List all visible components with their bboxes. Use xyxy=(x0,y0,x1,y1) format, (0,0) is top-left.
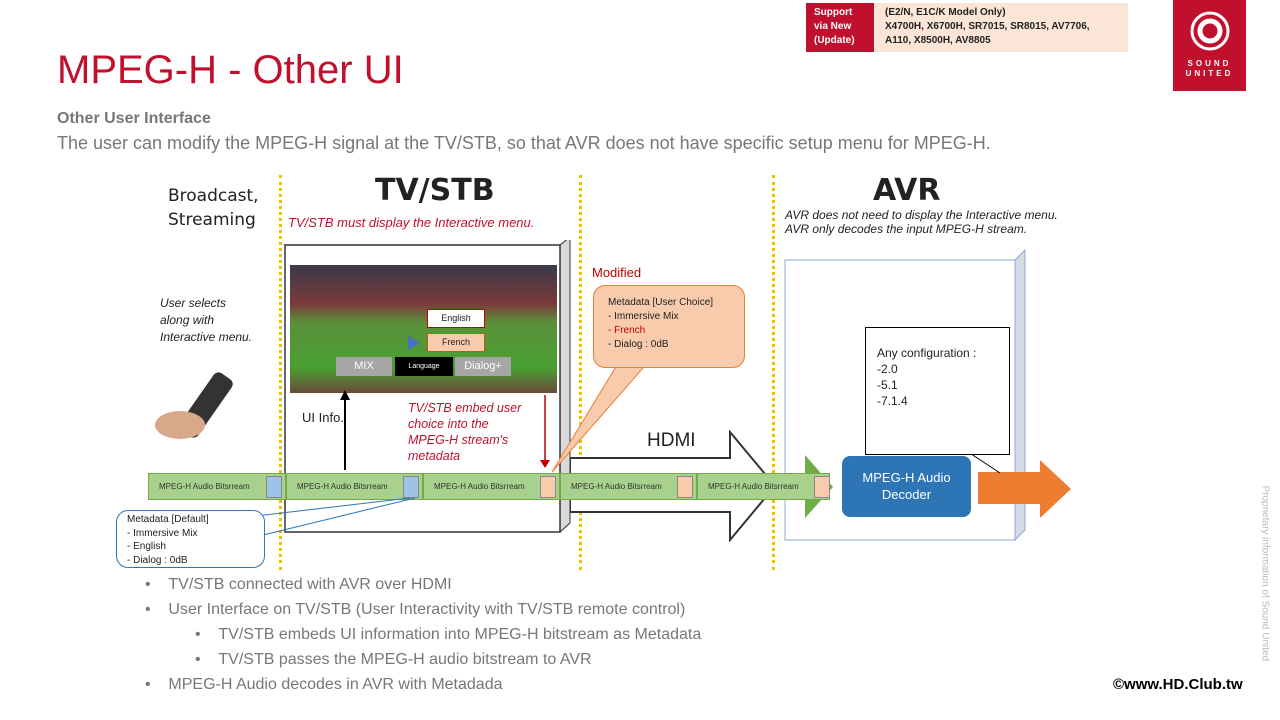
support-model-line: X4700H, X6700H, SR7015, SR8015, AV7706, xyxy=(885,21,1090,32)
description: The user can modify the MPEG-H signal at… xyxy=(57,133,991,153)
output-arrow xyxy=(978,460,1071,518)
metadata-marker xyxy=(403,476,419,498)
callout-item: - Immersive Mix xyxy=(127,527,198,539)
bullet-item: • MPEG-H Audio decodes in AVR with Metad… xyxy=(145,676,503,693)
support-model-line: (E2/N, E1C/K Model Only) xyxy=(885,7,1006,18)
source-line: Broadcast, xyxy=(168,186,259,206)
support-label: Support via New (Update) xyxy=(806,3,874,52)
source-line: Streaming xyxy=(168,210,256,230)
avr-notes: AVR does not need to display the Interac… xyxy=(785,208,1058,236)
support-label-line: Support xyxy=(814,7,853,18)
divider xyxy=(772,175,775,570)
bullet-text: TV/STB embeds UI information into MPEG-H… xyxy=(218,626,702,643)
menu-dialog-button[interactable]: Dialog+ xyxy=(455,357,511,376)
bitstream-segment: MPEG-H Audio Bitsrream xyxy=(286,473,423,500)
avr-heading: AVR xyxy=(873,173,941,208)
logo-text: SOUND xyxy=(1187,59,1232,68)
callout-item: - Dialog : 0dB xyxy=(608,339,669,350)
callout-item: -5.1 xyxy=(877,378,898,392)
bitstream-segment: MPEG-H Audio Bitsrream xyxy=(423,473,560,500)
divider xyxy=(579,175,582,570)
page-title: MPEG-H - Other UI xyxy=(57,48,404,92)
note-line: MPEG-H stream's xyxy=(408,433,509,447)
bullet-item: • User Interface on TV/STB (User Interac… xyxy=(145,601,686,618)
metadata-user-choice-callout: Metadata [User Choice] - Immersive Mix -… xyxy=(593,285,745,368)
note-line: metadata xyxy=(408,449,461,463)
config-callout: Any configuration : -2.0 -5.1 -7.1.4 xyxy=(865,327,1010,455)
remote-control-icon xyxy=(155,372,233,439)
bitstream-segment: MPEG-H Audio Bitsrream xyxy=(148,473,286,500)
note-line: Interactive menu. xyxy=(160,330,253,344)
source-label: Broadcast, Streaming xyxy=(168,184,259,232)
embed-note: TV/STB embed user choice into the MPEG-H… xyxy=(408,400,521,464)
note-line: TV/STB embed user xyxy=(408,401,522,415)
callout-item: -7.1.4 xyxy=(877,394,908,408)
callout-item: - Immersive Mix xyxy=(608,311,679,322)
metadata-marker xyxy=(540,476,556,498)
callout-title: Metadata [User Choice] xyxy=(608,297,714,308)
bullet-text: TV/STB connected with AVR over HDMI xyxy=(168,576,452,593)
callout-item: - French xyxy=(608,325,646,336)
subtitle: Other User Interface xyxy=(57,110,211,127)
support-models: (E2/N, E1C/K Model Only) X4700H, X6700H,… xyxy=(874,3,1128,52)
metadata-marker xyxy=(266,476,282,498)
ui-info-label: UI Info. xyxy=(302,410,344,425)
bitstream-segment: MPEG-H Audio Bitsrream xyxy=(697,473,830,500)
avr-note: AVR does not need to display the Interac… xyxy=(785,208,1058,222)
note-line: along with xyxy=(160,313,215,327)
bullet-text: User Interface on TV/STB (User Interacti… xyxy=(168,601,686,618)
metadata-default-callout: Metadata [Default] - Immersive Mix - Eng… xyxy=(116,510,265,568)
logo-text: UNITED xyxy=(1185,69,1234,78)
support-label-line: (Update) xyxy=(814,35,855,46)
sound-united-logo: SOUND UNITED xyxy=(1173,0,1246,91)
menu-option-french[interactable]: French xyxy=(427,333,485,352)
modified-label: Modified xyxy=(592,265,642,280)
watermark: Proprietary information of Sound United xyxy=(1259,485,1271,662)
tvstb-note: TV/STB must display the Interactive menu… xyxy=(288,215,535,230)
bullet-text: TV/STB passes the MPEG-H audio bitstream… xyxy=(218,651,592,668)
logo-ring-icon xyxy=(1190,11,1229,51)
bullet-item: • TV/STB passes the MPEG-H audio bitstre… xyxy=(195,651,592,668)
bullet-item: • TV/STB connected with AVR over HDMI xyxy=(145,576,452,593)
metadata-marker xyxy=(677,476,693,498)
callout-item: - Dialog : 0dB xyxy=(127,554,188,566)
menu-mix-button[interactable]: MIX xyxy=(336,357,392,376)
support-label-line: via New xyxy=(814,21,852,32)
bitstream-segment: MPEG-H Audio Bitsrream xyxy=(560,473,697,500)
menu-language-button[interactable]: Language xyxy=(395,357,453,376)
bullet-item: • TV/STB embeds UI information into MPEG… xyxy=(195,626,702,643)
support-model-line: A110, X8500H, AV8805 xyxy=(885,35,991,46)
callout-item: -2.0 xyxy=(877,362,898,376)
hdmi-label: HDMI xyxy=(647,430,696,451)
tvstb-heading: TV/STB xyxy=(375,173,495,208)
bullet-text: MPEG-H Audio decodes in AVR with Metadad… xyxy=(168,676,503,693)
mpegh-decoder-block: MPEG-H Audio Decoder xyxy=(842,456,971,517)
avr-note: AVR only decodes the input MPEG-H stream… xyxy=(785,222,1028,236)
callout-title: Any configuration : xyxy=(877,346,977,360)
note-line: User selects xyxy=(160,296,227,310)
callout-item: - English xyxy=(127,541,166,552)
callout-title: Metadata [Default] xyxy=(127,514,209,525)
menu-option-english[interactable]: English xyxy=(427,309,485,328)
arrows xyxy=(340,390,550,470)
credit: ©www.HD.Club.tw xyxy=(1113,676,1243,693)
user-selects-note: User selects along with Interactive menu… xyxy=(160,295,252,346)
divider xyxy=(279,175,282,570)
selector-arrow-icon xyxy=(408,336,420,350)
metadata-marker xyxy=(814,476,830,498)
note-line: choice into the xyxy=(408,417,489,431)
